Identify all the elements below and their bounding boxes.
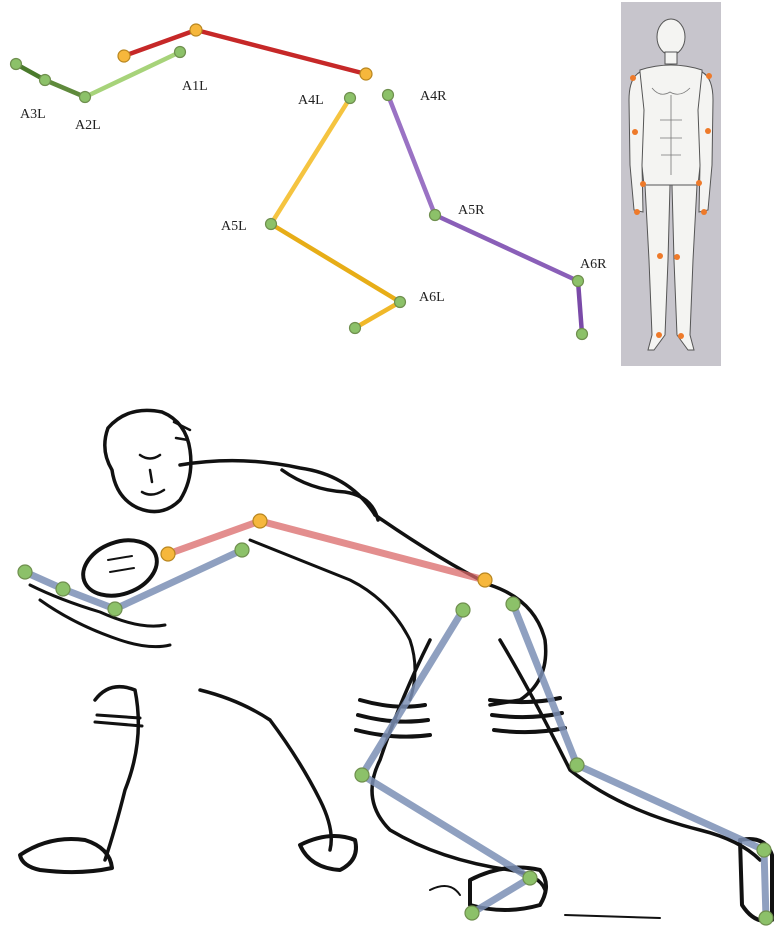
marker-shoulder-left	[630, 75, 636, 81]
skeleton-diagram: A3L A2L A1L A4L A4R A5L A5R A6L A6R	[11, 24, 608, 340]
joint-a3l-inner	[40, 75, 51, 86]
joint-a6l-foot	[350, 323, 361, 334]
torso-chain-line	[124, 30, 366, 74]
joint-a5l	[266, 219, 277, 230]
marker-wrist-right	[696, 180, 702, 186]
marker-elbow-left	[632, 129, 638, 135]
right-leg-lower-line	[435, 215, 578, 281]
overlay-joint-hand-2	[56, 582, 70, 596]
sketch-boot-mid	[300, 836, 356, 870]
label-a4r: A4R	[420, 89, 447, 104]
joint-a4l	[345, 93, 356, 104]
overlay-arm-line	[25, 550, 242, 609]
joint-a1l	[175, 47, 186, 58]
marker-hip-left	[634, 209, 640, 215]
overlay-joint-hip-left	[456, 603, 470, 617]
marker-elbow-right	[705, 128, 711, 134]
overlay-right-leg-line	[513, 604, 766, 918]
joint-a6l	[395, 297, 406, 308]
overlay-joint-foot-right	[759, 911, 773, 925]
label-a1l: A1L	[182, 79, 208, 94]
label-a3l: A3L	[20, 107, 46, 122]
marker-hip-right	[701, 209, 707, 215]
overlay-joint-hand-1	[18, 565, 32, 579]
overlay-joint-knee-right	[570, 758, 584, 772]
label-a2l: A2L	[75, 118, 101, 133]
overlay-joint-torso-left	[161, 547, 175, 561]
overlay-joint-elbow	[108, 602, 122, 616]
overlay-joint-ankle-right	[757, 843, 771, 857]
joint-torso-left	[118, 50, 130, 62]
label-a6l: A6L	[419, 290, 445, 305]
joint-a6r	[573, 276, 584, 287]
photo-skeleton-overlay	[18, 514, 773, 925]
left-leg-upper-line	[271, 98, 350, 224]
joint-a4r	[383, 90, 394, 101]
body-reference-panel	[621, 2, 721, 366]
joint-torso-right	[360, 68, 372, 80]
label-a6r: A6R	[580, 257, 607, 272]
right-foot-line	[578, 281, 582, 334]
joint-a5r	[430, 210, 441, 221]
right-leg-upper-line	[388, 95, 435, 215]
overlay-joint-shoulder-arm	[235, 543, 249, 557]
overlay-joint-torso-right	[478, 573, 492, 587]
marker-knee-left-b	[674, 254, 680, 260]
left-leg-lower-line	[271, 224, 400, 302]
marker-ankle-left	[656, 332, 662, 338]
marker-shoulder-right	[706, 73, 712, 79]
overlay-joint-foot-left	[465, 906, 479, 920]
joint-a3l-outer	[11, 59, 22, 70]
overlay-joint-hip-right	[506, 597, 520, 611]
overlay-torso-joints	[161, 514, 492, 587]
label-a5l: A5L	[221, 219, 247, 234]
joint-a6r-foot	[577, 329, 588, 340]
label-a4l: A4L	[298, 93, 324, 108]
left-arm-upper-line	[85, 52, 180, 97]
sketch-boot-left	[20, 839, 112, 872]
sketch-player-head	[105, 410, 191, 511]
overlay-joint-knee-left	[355, 768, 369, 782]
label-a5r: A5R	[458, 203, 485, 218]
left-arm-mid-line	[45, 80, 85, 97]
left-foot-line	[355, 302, 400, 328]
marker-ankle-right	[678, 333, 684, 339]
overlay-joint-ankle-left	[523, 871, 537, 885]
marker-knee-left-a	[657, 253, 663, 259]
joint-torso-top	[190, 24, 202, 36]
marker-wrist-left	[640, 181, 646, 187]
joint-a2l	[80, 92, 91, 103]
player-sketch	[20, 410, 772, 921]
overlay-joint-torso-top	[253, 514, 267, 528]
